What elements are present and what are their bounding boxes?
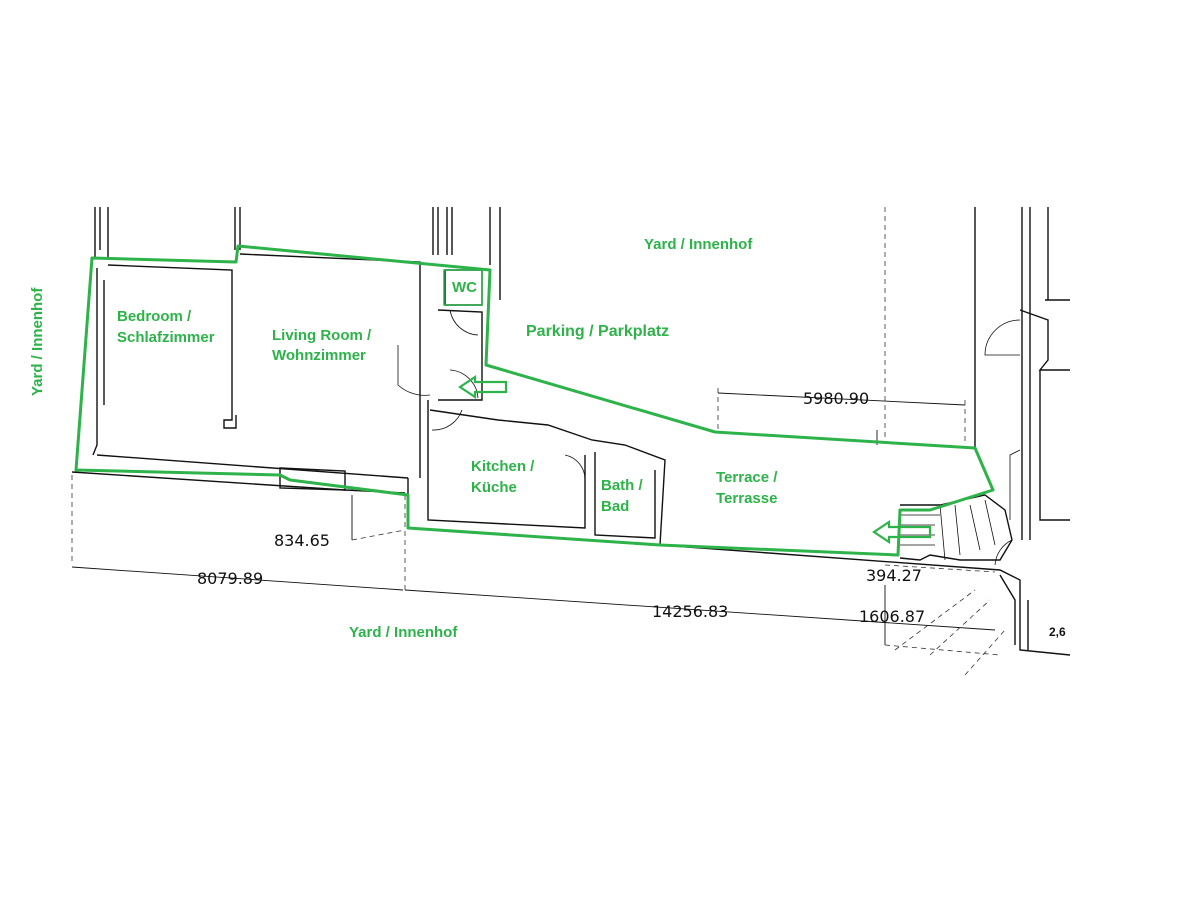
living-room-label-de: Wohnzimmer [272, 347, 366, 364]
kitchen-label-en: Kitchen / [471, 458, 535, 475]
dimension-8079: 8079.89 [197, 569, 263, 588]
yard-bottom-label: Yard / Innenhof [349, 624, 458, 641]
yard-top-label: Yard / Innenhof [644, 236, 753, 253]
living-room-label-en: Living Room / [272, 327, 372, 344]
dimension-lines [71, 207, 1006, 676]
dimension-1606: 1606.87 [859, 607, 925, 626]
bath-label-en: Bath / [601, 477, 644, 494]
yard-left-label: Yard / Innenhof [29, 287, 46, 396]
bedroom-label-en: Bedroom / [117, 308, 192, 325]
arrow-left-icon [458, 374, 508, 400]
dimension-834: 834.65 [274, 531, 330, 550]
bedroom-label-de: Schlafzimmer [117, 329, 215, 346]
terrace-label-de: Terrasse [716, 490, 777, 507]
bath-label-de: Bad [601, 498, 629, 515]
dimension-14256: 14256.83 [652, 602, 728, 621]
arrow-left-icon [872, 519, 932, 545]
kitchen-label-de: Küche [471, 479, 517, 496]
dimension-394: 394.27 [866, 566, 922, 585]
corner-label: 2,6 [1049, 625, 1066, 639]
terrace-label-en: Terrace / [716, 469, 778, 486]
apartment-outline [74, 244, 995, 557]
dimension-5980: 5980.90 [803, 389, 869, 408]
dimension-labels: 5980.90 834.65 8079.89 14256.83 394.27 1… [197, 389, 1066, 639]
room-labels: Yard / Innenhof Yard / Innenhof Yard / I… [29, 236, 778, 641]
parking-label: Parking / Parkplatz [526, 323, 669, 340]
wc-label: WC [452, 279, 477, 296]
